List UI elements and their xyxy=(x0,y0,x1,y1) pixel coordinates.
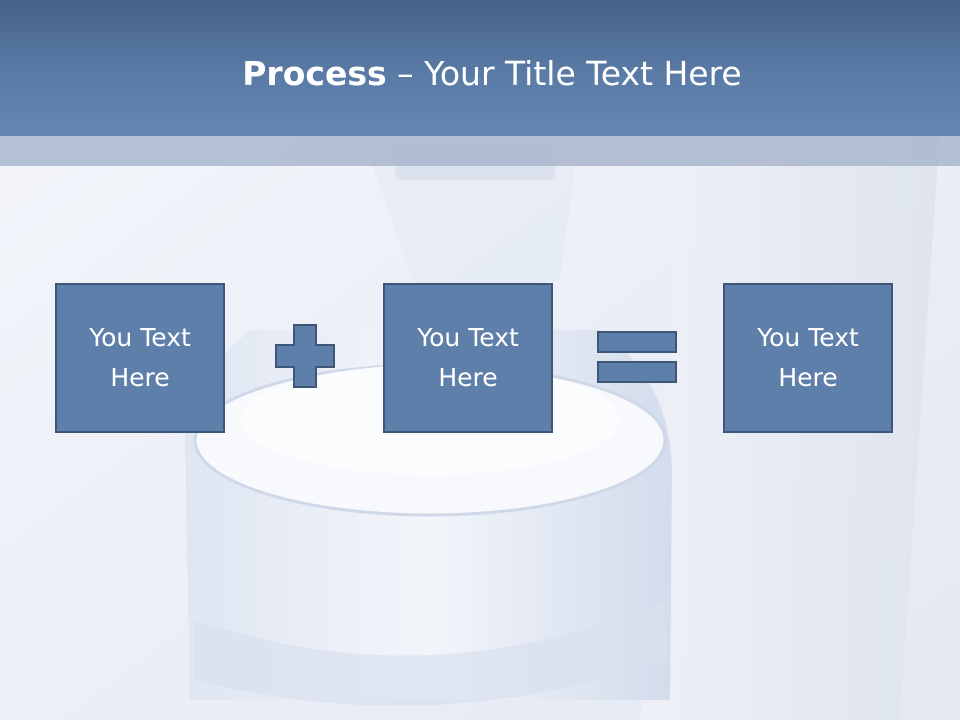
equals-icon xyxy=(597,331,677,383)
title-bar-accent-strip xyxy=(0,136,960,166)
process-box-2: You Text Here xyxy=(383,283,553,433)
process-box-1-text: You Text Here xyxy=(89,323,191,392)
title-bar xyxy=(0,0,960,136)
title-bold-part: Process xyxy=(242,54,387,93)
slide-title: Process – Your Title Text Here xyxy=(0,52,960,96)
process-box-2-text: You Text Here xyxy=(417,323,519,392)
process-box-3: You Text Here xyxy=(723,283,893,433)
title-rest-part: – Your Title Text Here xyxy=(386,54,742,93)
plus-icon xyxy=(275,324,335,388)
process-box-1: You Text Here xyxy=(55,283,225,433)
process-box-3-text: You Text Here xyxy=(757,323,859,392)
